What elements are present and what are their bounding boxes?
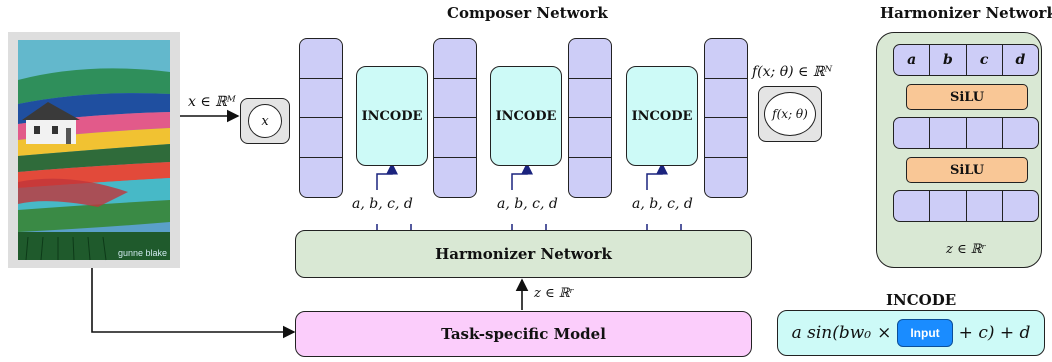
param-a: a	[894, 45, 931, 75]
abcd-label-1: a, b, c, d	[352, 196, 413, 212]
harmonizer-hidden-row	[893, 117, 1039, 149]
output-domain-label: f(x; θ) ∈ ℝᴺ	[752, 64, 833, 80]
layer-column-2	[433, 38, 477, 198]
formula-suffix: + c) + d	[958, 323, 1031, 343]
incode-block-1: INCODE	[356, 66, 428, 166]
param-b: b	[930, 45, 967, 75]
layer-column-1	[299, 38, 343, 198]
input-domain-label: x ∈ ℝᴹ	[188, 94, 236, 110]
painting-illustration: gunne blake	[18, 40, 170, 261]
incode-block-2: INCODE	[490, 66, 562, 166]
incode-formula-box: a sin(bw₀ × Input + c) + d	[777, 310, 1045, 356]
composer-title: Composer Network	[447, 4, 608, 22]
layer-column-3	[568, 38, 612, 198]
harmonizer-input-row	[893, 190, 1039, 222]
incode-block-3: INCODE	[626, 66, 698, 166]
silu-layer-1: SiLU	[906, 84, 1028, 110]
param-d: d	[1015, 52, 1026, 68]
input-symbol: x	[248, 104, 282, 138]
abcd-label-2: a, b, c, d	[497, 196, 558, 212]
incode-formula-title: INCODE	[886, 291, 957, 309]
input-node: x	[240, 98, 290, 144]
formula-input-button: Input	[897, 319, 953, 347]
harmonizer-z-label: z ∈ ℝʳ	[946, 242, 987, 257]
input-image: gunne blake	[8, 32, 180, 268]
abcd-label-3: a, b, c, d	[632, 196, 693, 212]
silu-layer-2: SiLU	[906, 157, 1028, 183]
formula-times: ×	[877, 323, 892, 343]
output-symbol: f(x; θ)	[764, 92, 816, 136]
output-node: f(x; θ)	[758, 86, 822, 142]
harmonizer-param-row: a b c d	[893, 44, 1039, 76]
harmonizer-detail-title: Harmonizer Network	[880, 4, 1052, 22]
task-specific-model: Task-specific Model	[295, 311, 752, 357]
latent-z-label: z ∈ ℝʳ	[534, 286, 575, 301]
watermark-text: gunne blake	[118, 248, 167, 258]
param-c: c	[967, 45, 1003, 75]
layer-column-4	[704, 38, 748, 198]
harmonizer-network-bar: Harmonizer Network	[295, 230, 752, 278]
formula-prefix: a sin(bw₀	[791, 323, 872, 343]
